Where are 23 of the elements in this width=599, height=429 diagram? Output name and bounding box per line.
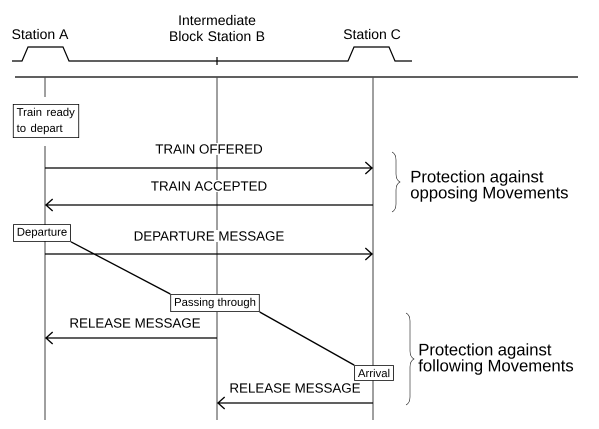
lifeline: [372, 76, 374, 421]
protection-note: Protection against following Movements: [418, 343, 574, 375]
protection-note: Protection against opposing Movements: [410, 170, 568, 202]
message-arrow: [217, 396, 373, 410]
train-path-line: [259, 311, 355, 366]
message-arrow: [45, 162, 373, 174]
train-path-line: [70, 241, 171, 295]
edge-label: RELEASE MESSAGE: [228, 382, 362, 394]
event-box: Departure: [13, 224, 71, 242]
edge-label: RELEASE MESSAGE: [68, 316, 202, 330]
message-arrow: [45, 332, 217, 344]
event-box: Arrival: [354, 365, 394, 381]
station-name: Intermediate Block Station B: [170, 14, 264, 42]
event-box: Train ready to depart: [12, 104, 80, 138]
station-name: Station A: [12, 28, 68, 40]
edge-label: DEPARTURE MESSAGE: [132, 230, 286, 242]
station-name: Station C: [344, 28, 400, 40]
message-arrow: [45, 248, 373, 260]
message-arrow: [45, 198, 373, 212]
event-box: Passing through: [170, 294, 260, 312]
lifeline: [44, 145, 46, 421]
edge-label: TRAIN OFFERED: [154, 142, 264, 156]
edge-label: TRAIN ACCEPTED: [150, 180, 268, 192]
